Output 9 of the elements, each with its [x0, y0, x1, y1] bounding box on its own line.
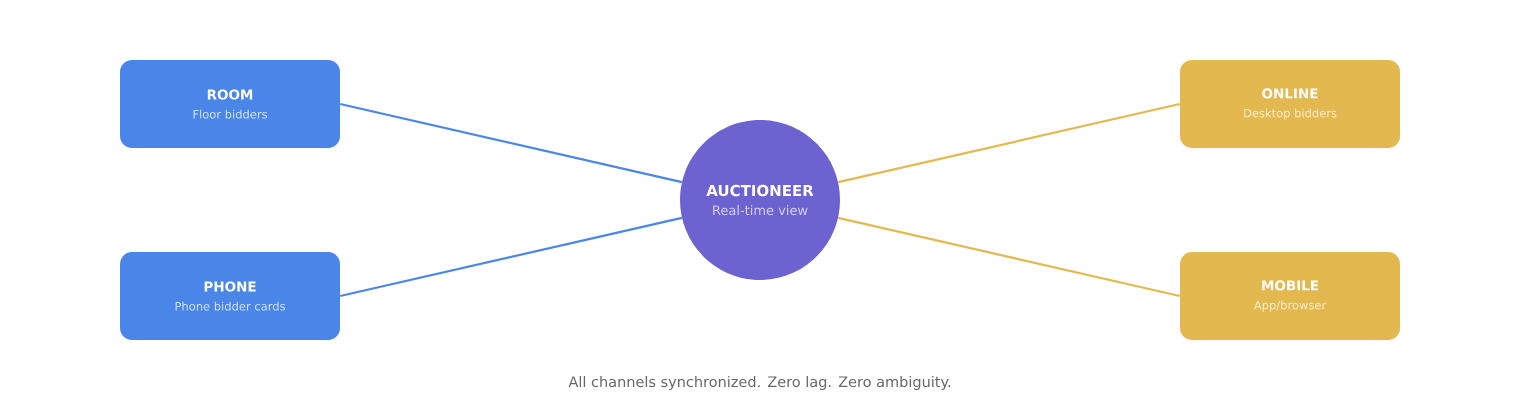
channel-box: ROOM Floor bidders: [120, 60, 340, 148]
channel-box: ONLINE Desktop bidders: [1180, 60, 1400, 148]
channel-box: PHONE Phone bidder cards: [120, 252, 340, 340]
connector-line: [837, 102, 1181, 184]
connector-line: [339, 216, 683, 298]
caption: All channels synchronized. Zero lag. Zero ambiguity.: [568, 376, 951, 390]
connector-line: [837, 216, 1181, 298]
channel-box: MOBILE App/browser: [1180, 252, 1400, 340]
connector-line: [339, 102, 683, 184]
